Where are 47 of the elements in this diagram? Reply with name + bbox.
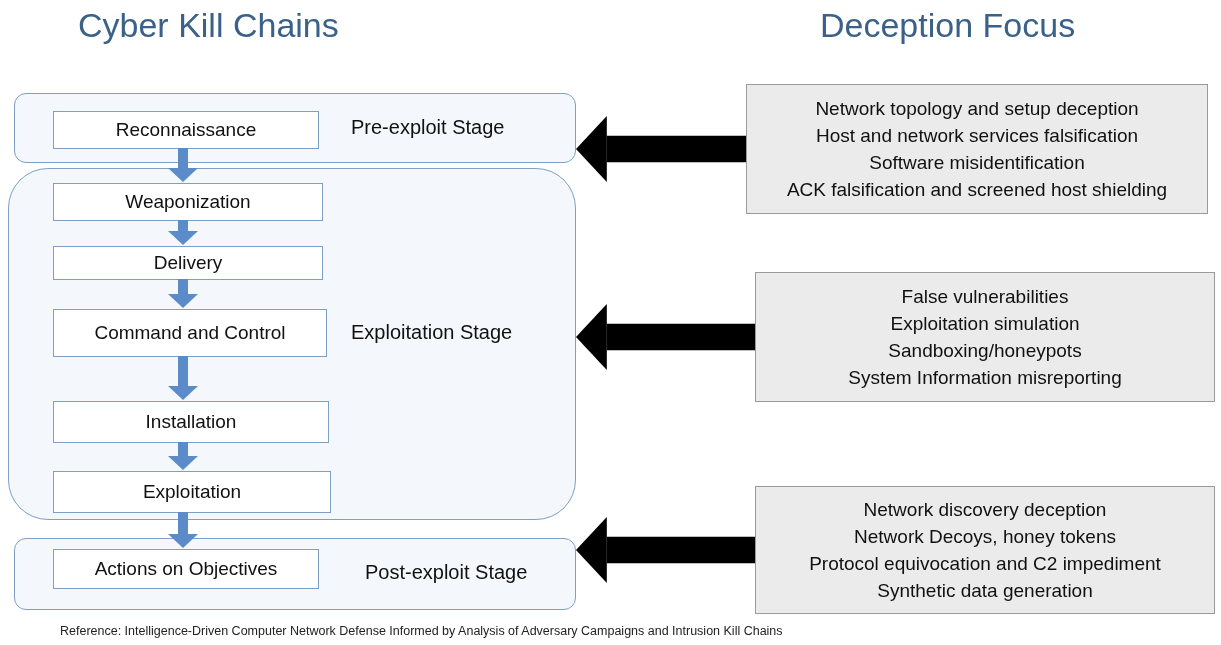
kill-chain-step [53,549,319,589]
deception-technique: Exploitation simulation [890,312,1080,335]
arrow [576,304,755,370]
step-label: Exploitation [142,481,242,503]
kill-chain-step [53,401,329,443]
arrow [168,279,198,308]
diagram-title: Cyber Kill Chains [78,6,339,45]
stage-label: Pre-exploit Stage [351,116,505,139]
arrow [168,512,198,548]
kill-chain-step [53,309,327,357]
deception-box [746,84,1208,214]
stage-band [8,168,576,520]
deception-technique: Protocol equivocation and C2 impediment [809,552,1161,575]
step-label: Command and Control [94,322,286,344]
deception-technique: Host and network services falsification [815,124,1139,147]
step-label: Reconnaissance [115,119,257,141]
deception-technique: Network Decoys, honey tokens [854,525,1116,548]
deception-box [755,272,1215,402]
deception-technique: Network discovery deception [863,498,1107,521]
deception-technique: Sandboxing/honeypots [888,339,1082,362]
kill-chain-step [53,246,323,280]
arrow [168,220,198,245]
step-label: Weaponization [125,191,251,213]
column-heading: Deception Focus [820,6,1076,45]
step-label: Delivery [153,252,223,274]
arrow [168,356,198,400]
step-label: Installation [145,411,237,433]
deception-technique: Software misidentification [869,151,1085,174]
arrow [576,116,746,182]
step-label: Actions on Objectives [94,558,278,580]
arrow [168,442,198,470]
kill-chain-step [53,183,323,221]
stage-band [14,538,576,610]
reference-note: Reference: Intelligence-Driven Computer Network Defense Informed by Analysis of Adversary Campaigns and Intrusion Kill Chains [60,624,783,638]
deception-box [755,486,1215,614]
arrow [576,517,755,583]
deception-technique: Synthetic data generation [877,579,1093,602]
deception-technique: ACK falsification and screened host shielding [786,178,1168,201]
stage-label: Post-exploit Stage [365,561,528,584]
stage-band [14,93,576,163]
kill-chain-step [53,111,319,149]
arrow [168,148,198,182]
stage-label: Exploitation Stage [351,321,513,344]
deception-technique: Network topology and setup deception [815,97,1139,120]
deception-technique: False vulnerabilities [901,285,1069,308]
deception-technique: System Information misreporting [848,366,1122,389]
kill-chain-step [53,471,331,513]
